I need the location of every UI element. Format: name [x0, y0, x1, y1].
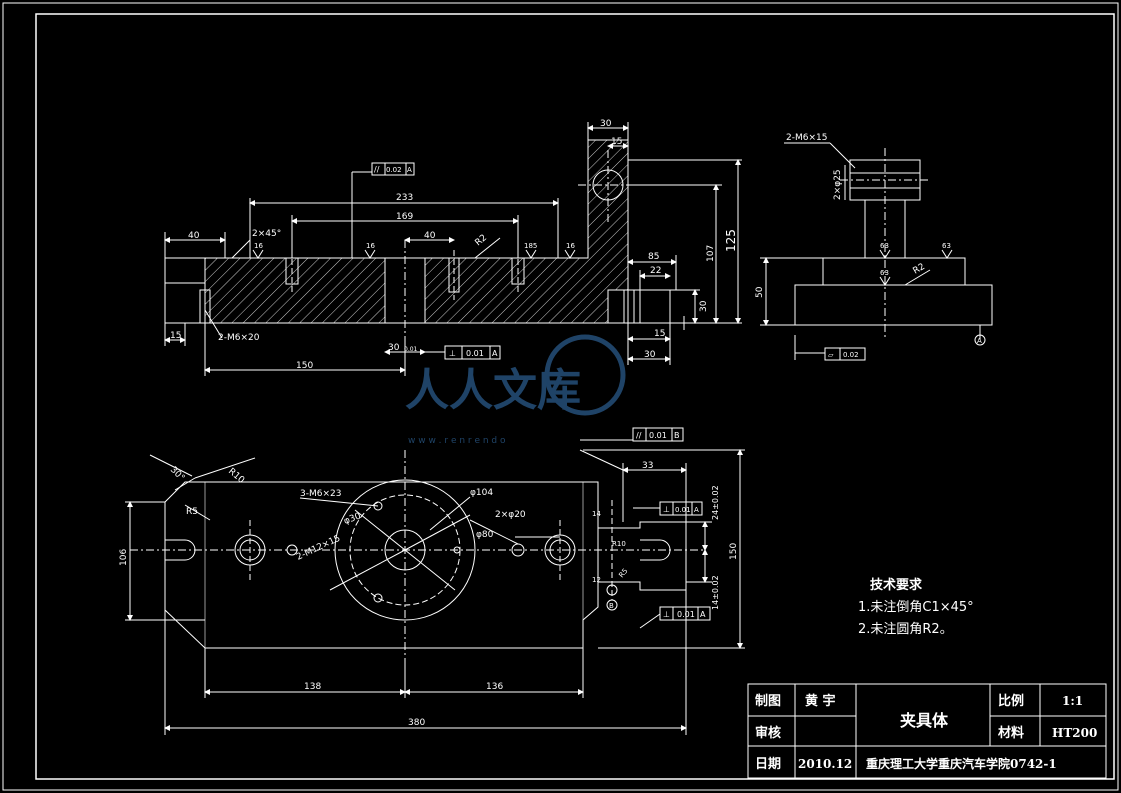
dim-30-bot-right: 30: [644, 350, 656, 360]
tb-school: 重庆理工大学重庆汽车学院0742-1: [866, 756, 1057, 771]
dim-15-bot-right: 15: [654, 329, 665, 339]
tb-part-name: 夹具体: [900, 711, 949, 730]
inner-border: [35, 13, 1115, 780]
side-d50: 50: [755, 286, 765, 298]
section-body-right: [424, 139, 629, 324]
tb-drawer: 黄 宇: [805, 693, 836, 709]
dim-40-mid: 40: [424, 231, 436, 241]
side-rough-b: 63: [942, 242, 951, 250]
side-rough-a: 63: [880, 242, 889, 250]
watermark-url: w w w . r e n r e n d o: [408, 436, 506, 446]
plan-tol-par-top-ref: B: [674, 431, 680, 440]
dim-30-right: 30: [699, 300, 709, 312]
dim-233: 233: [396, 193, 413, 203]
rough-16c: 16: [566, 242, 575, 250]
title-block: 制图 黄 宇 审核 日期 2010.12 夹具体 比例 1:1 材料 HT200…: [747, 683, 1107, 779]
dim-150: 150: [296, 361, 313, 371]
plan-m6x23: 3-M6×23: [300, 489, 341, 499]
plan-perp-symbol-bot: ⊥: [663, 610, 670, 619]
plan-r5-right: R5: [617, 567, 629, 579]
plan-view-texts: 30° R10 R5 106 3-M6×23 2-M12×15 φ30 φ104…: [119, 431, 739, 728]
plan-d138: 138: [304, 682, 321, 692]
radius-r2: R2: [474, 233, 490, 248]
plan-d14-bot: 14±0.02: [711, 575, 720, 610]
hole-label-left: 2-M6×20: [218, 333, 260, 343]
plan-r5: R5: [186, 507, 198, 517]
plan-phi80: φ80: [476, 530, 494, 540]
side-datum: A: [977, 337, 982, 345]
dim-30-center: 30: [388, 343, 400, 353]
tech-req-item-1: 1.未注倒角C1×45°: [858, 600, 974, 615]
tb-scale: 1:1: [1062, 694, 1083, 708]
plan-d150: 150: [729, 543, 739, 560]
tb-date-label: 日期: [755, 757, 781, 772]
plan-d106: 106: [119, 549, 129, 566]
parallel-symbol: //: [374, 165, 380, 174]
tol-parallel: 0.02: [386, 166, 402, 174]
dim-125: 125: [724, 229, 738, 252]
side-radius: R2: [912, 262, 927, 277]
perp-symbol: ⊥: [449, 349, 456, 358]
rough-16a: 16: [254, 242, 263, 250]
watermark-text: 人人文库: [405, 365, 581, 416]
watermark: 人人文库 w w w . r e n r e n d o: [405, 334, 626, 446]
tol-parallel-ref: A: [407, 166, 412, 174]
tb-material-label: 材料: [998, 725, 1024, 741]
chamfer-label: 2×45°: [252, 229, 281, 239]
tech-req-item-2: 2.未注圆角R2。: [858, 622, 953, 637]
plan-d33: 33: [642, 461, 653, 471]
top-section-texts: 40 233 169 40 30 15 107 125 85 22 30 15 …: [170, 119, 738, 371]
plan-30deg: 30°: [168, 465, 186, 483]
tech-req-title: 技术要求: [870, 578, 923, 593]
plan-view: [125, 427, 745, 735]
dim-15-top: 15: [611, 137, 622, 147]
dim-15-left: 15: [170, 331, 181, 341]
plan-tol-bot: 0.01: [677, 610, 695, 619]
top-section-view: [164, 122, 742, 376]
plan-d14-top: 14: [592, 510, 601, 518]
side-flat-tol: 0.02: [843, 351, 859, 359]
flat-symbol: ▱: [828, 351, 834, 359]
plan-par-symbol: //: [636, 431, 642, 440]
watermark-logo-icon: [544, 334, 626, 416]
tb-date: 2010.12: [798, 757, 852, 771]
plan-perp-symbol-top: ⊥: [663, 505, 670, 514]
dim-169: 169: [396, 212, 413, 222]
dim-40-left: 40: [188, 231, 200, 241]
tb-scale-label: 比例: [998, 693, 1024, 709]
plan-tol-perp-top: 0.01: [675, 506, 691, 514]
plan-r10-top: R10: [226, 467, 246, 486]
plan-tol-bot-ref: A: [700, 610, 706, 619]
dim-107: 107: [706, 245, 716, 262]
rough-185: 185: [524, 242, 537, 250]
rough-16b: 16: [366, 242, 375, 250]
side-dia-label: 2×φ25: [833, 169, 843, 200]
dim-30-top: 30: [600, 119, 612, 129]
tb-draw-label: 制图: [755, 693, 781, 709]
side-view: [760, 142, 993, 361]
tb-material: HT200: [1052, 726, 1097, 740]
side-rough-c: 63: [880, 269, 889, 277]
tol-perp-ref: A: [492, 349, 498, 358]
plan-r10-right: R10: [612, 540, 626, 548]
plan-d12: 12: [592, 576, 601, 584]
plan-d136: 136: [486, 682, 503, 692]
plan-tol-par-top: 0.01: [649, 431, 667, 440]
plan-d24: 24±0.02: [711, 485, 720, 520]
dim-22: 22: [650, 266, 661, 276]
side-hole-label: 2-M6×15: [786, 133, 827, 143]
tol-perp: 0.01: [466, 349, 484, 358]
dim-85: 85: [648, 252, 659, 262]
section-body-left: [204, 257, 386, 324]
dim-30-tol: 0.01: [404, 346, 418, 353]
plan-phi104: φ104: [470, 488, 493, 498]
plan-tol-perp-top-ref: A: [694, 506, 699, 514]
plan-datum-b: B: [609, 602, 614, 610]
plan-phi20: 2×φ20: [495, 510, 526, 520]
plan-d380: 380: [408, 718, 425, 728]
tb-check-label: 审核: [755, 725, 781, 741]
